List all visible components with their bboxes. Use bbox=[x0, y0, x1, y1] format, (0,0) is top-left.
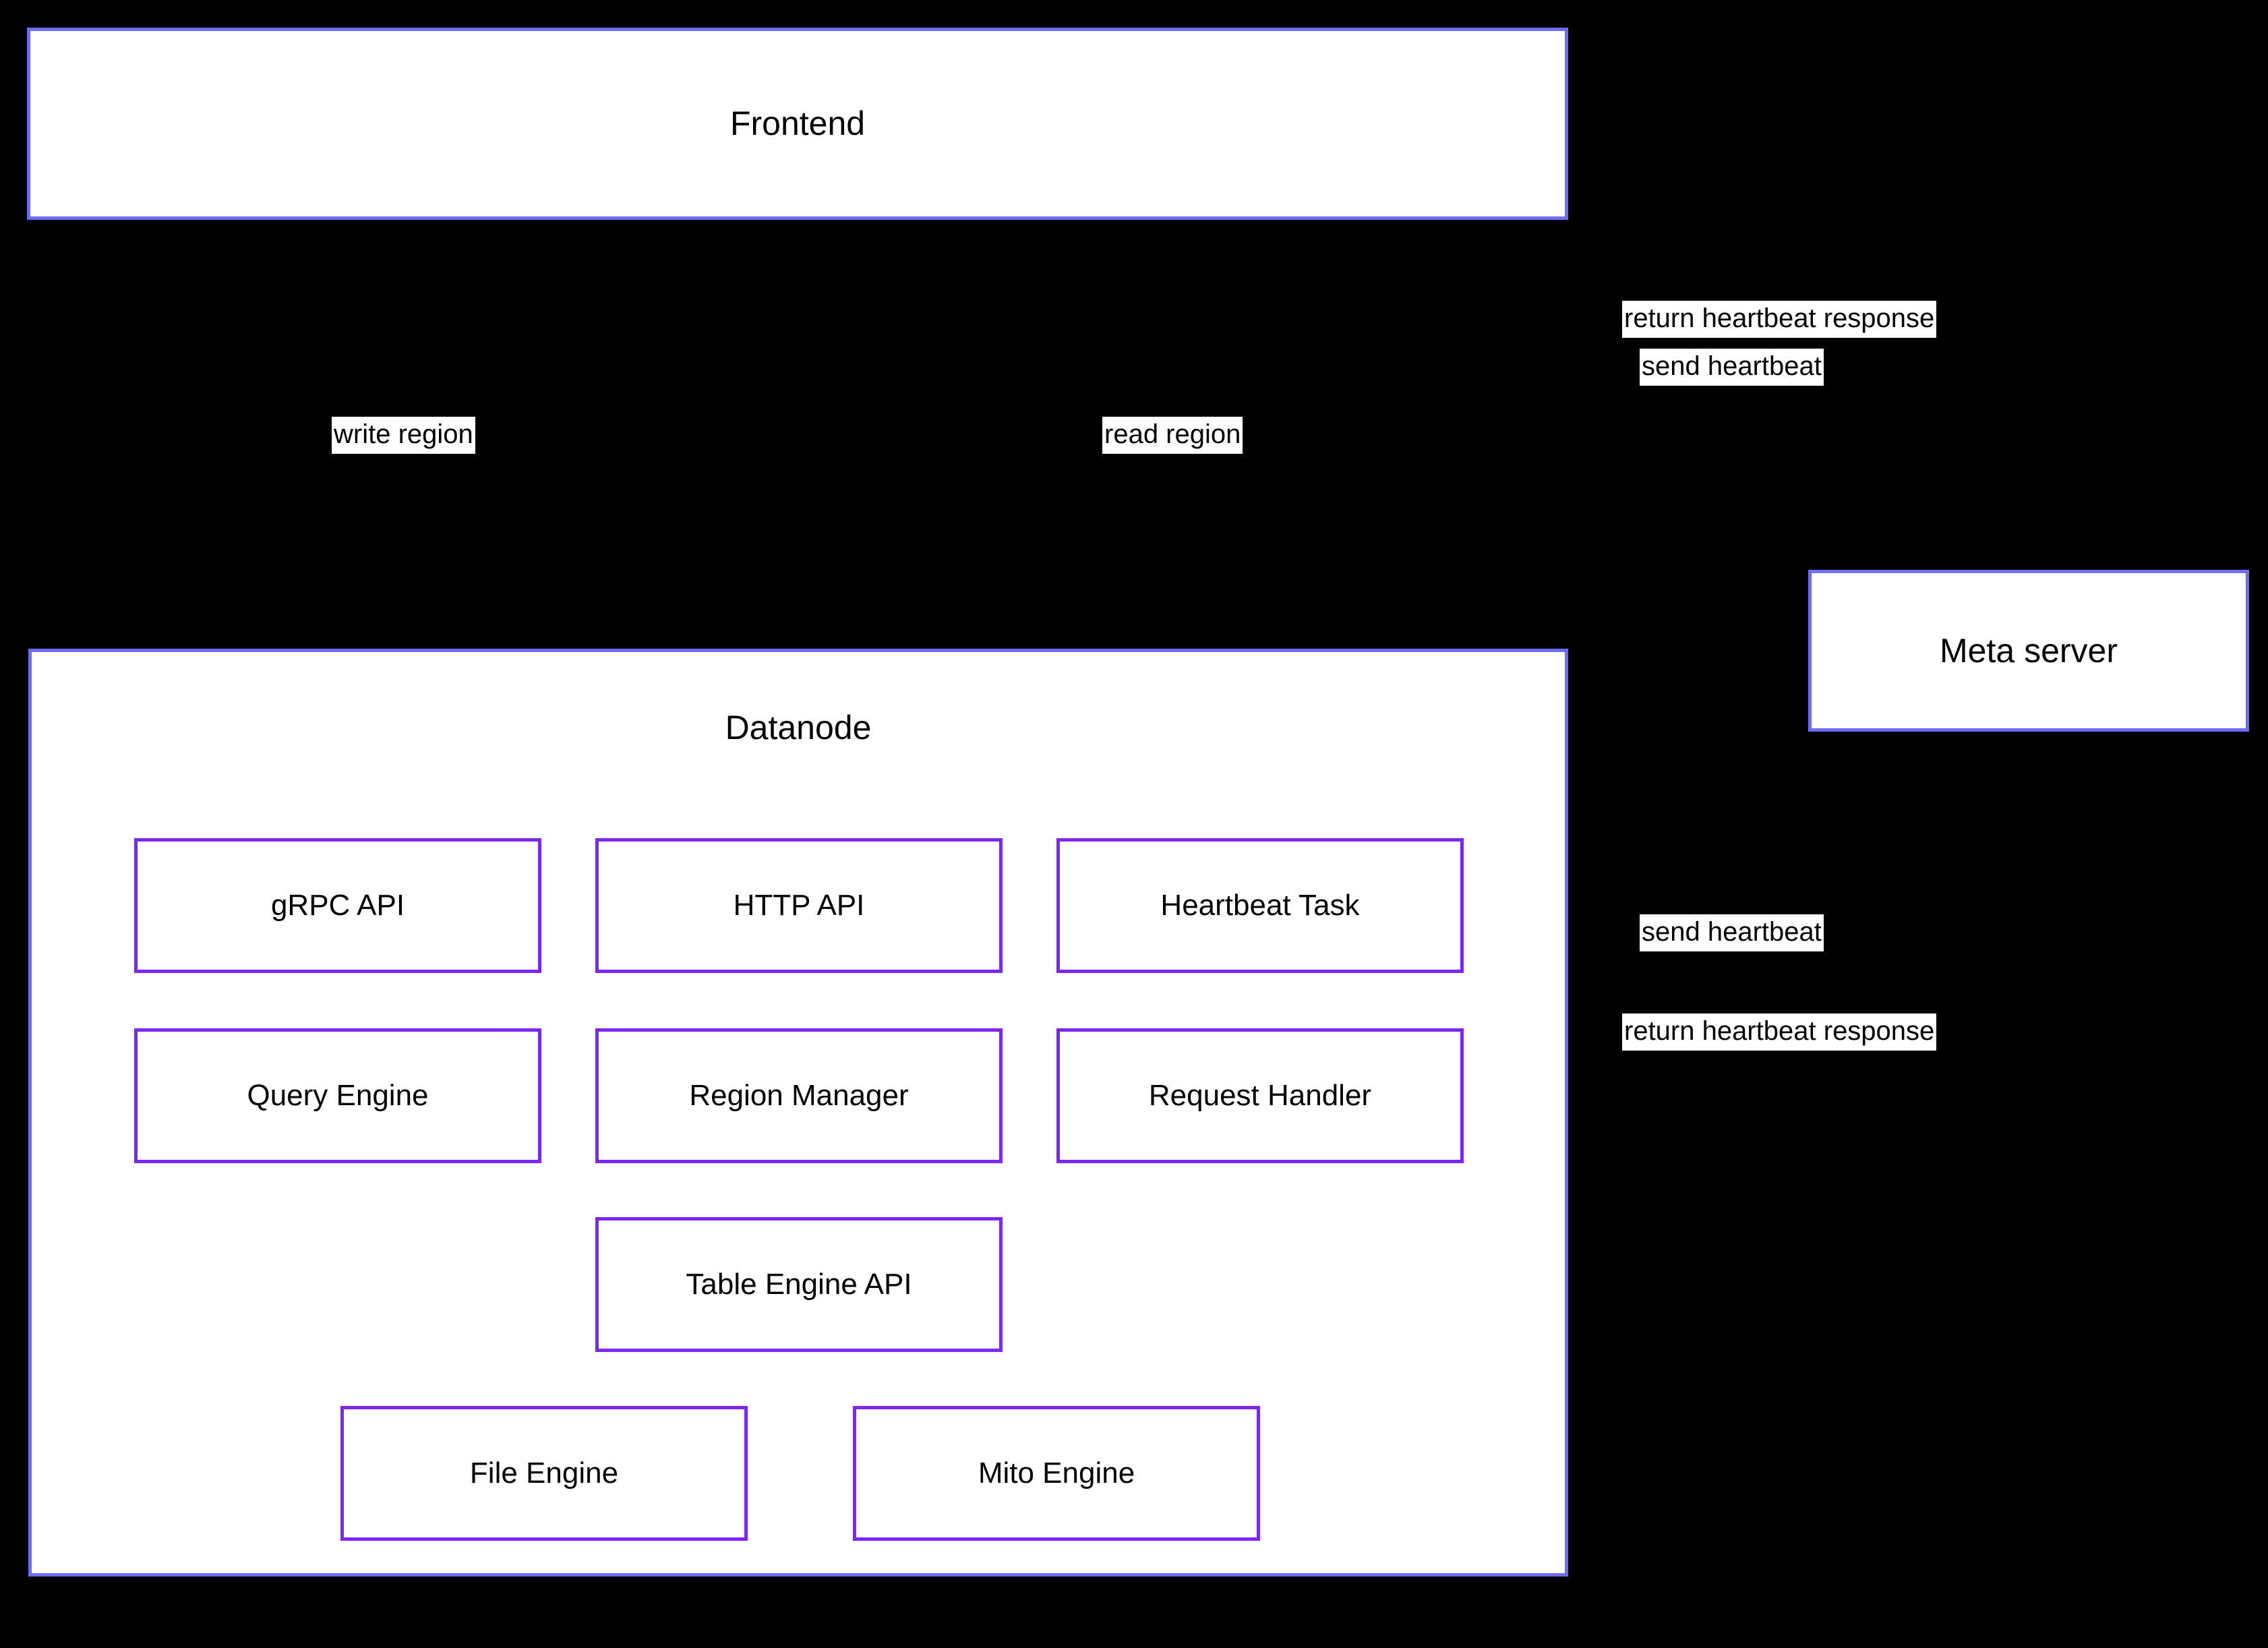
component-http-api[interactable]: HTTP API bbox=[595, 838, 1003, 973]
component-table-engine-api[interactable]: Table Engine API bbox=[595, 1217, 1003, 1352]
component-file-engine[interactable]: File Engine bbox=[340, 1406, 748, 1541]
edge-label-read-region: read region bbox=[1102, 417, 1243, 454]
component-query-engine-label: Query Engine bbox=[247, 1078, 429, 1112]
edge-send-heartbeat-top bbox=[1571, 376, 2043, 572]
datanode-label: Datanode bbox=[725, 709, 872, 746]
component-heartbeat-task[interactable]: Heartbeat Task bbox=[1056, 838, 1464, 973]
meta-server-label: Meta server bbox=[1940, 631, 2118, 670]
component-region-manager-label: Region Manager bbox=[689, 1078, 909, 1112]
component-heartbeat-task-label: Heartbeat Task bbox=[1160, 888, 1360, 922]
frontend-node[interactable]: Frontend bbox=[27, 28, 1568, 220]
component-mito-engine[interactable]: Mito Engine bbox=[853, 1406, 1260, 1541]
component-grpc-api[interactable]: gRPC API bbox=[134, 838, 541, 973]
component-grpc-api-label: gRPC API bbox=[270, 888, 405, 922]
edge-label-write-region: write region bbox=[332, 417, 475, 454]
component-mito-engine-label: Mito Engine bbox=[978, 1456, 1135, 1490]
datanode-node[interactable]: Datanode gRPC API HTTP API Heartbeat Tas… bbox=[28, 649, 1568, 1577]
edge-label-return-heartbeat-response-top: return heartbeat response bbox=[1622, 301, 1937, 338]
edge-label-send-heartbeat-bottom: send heartbeat bbox=[1640, 914, 1824, 951]
component-region-manager[interactable]: Region Manager bbox=[595, 1028, 1003, 1163]
component-file-engine-label: File Engine bbox=[469, 1456, 619, 1490]
component-query-engine[interactable]: Query Engine bbox=[134, 1028, 541, 1163]
component-request-handler-label: Request Handler bbox=[1148, 1078, 1372, 1112]
component-request-handler[interactable]: Request Handler bbox=[1056, 1028, 1464, 1163]
frontend-label: Frontend bbox=[729, 105, 866, 142]
edge-label-return-heartbeat-response-bottom: return heartbeat response bbox=[1622, 1013, 1937, 1051]
component-table-engine-api-label: Table Engine API bbox=[686, 1267, 912, 1301]
meta-server-node[interactable]: Meta server bbox=[1808, 570, 2249, 732]
component-http-api-label: HTTP API bbox=[733, 888, 865, 922]
edge-label-send-heartbeat-top: send heartbeat bbox=[1640, 349, 1824, 386]
